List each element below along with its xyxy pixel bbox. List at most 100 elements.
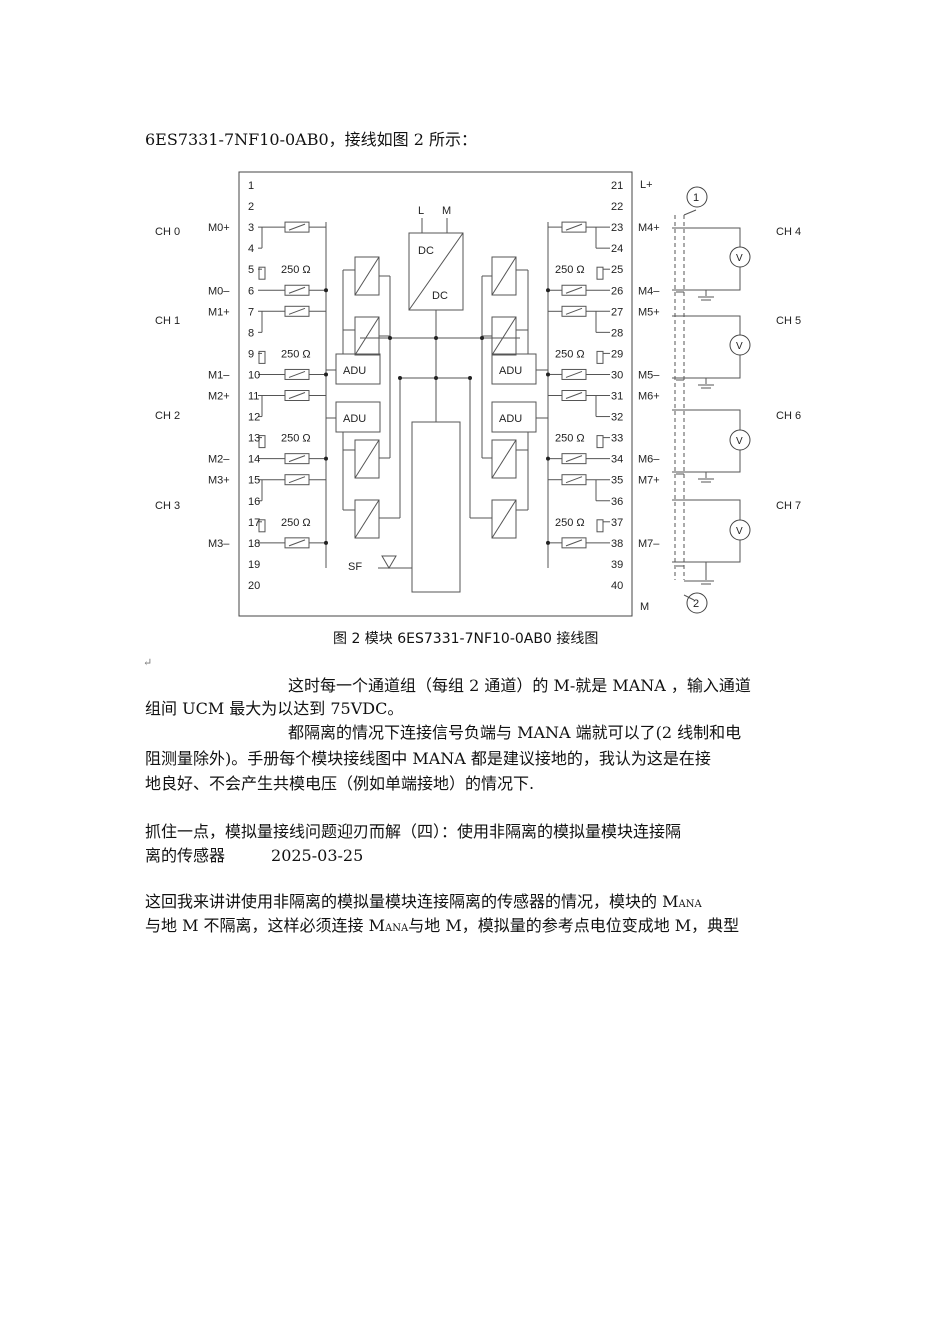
terminal-label: M0+ [208, 222, 230, 234]
terminal-label: M1– [208, 369, 230, 381]
pin-label: 22 [611, 201, 623, 213]
adu-label: ADU [499, 413, 522, 425]
title2-line1: 抓住一点，模拟量接线问题迎刃而解（四）：使用非隔离的模拟量模块连接隔 [145, 822, 682, 841]
resistor [258, 266, 266, 280]
resistor [596, 266, 604, 280]
resistor [596, 519, 604, 533]
svg-text:V: V [736, 436, 743, 447]
resistor-label: 250 Ω [281, 264, 311, 276]
resistor-label: 250 Ω [281, 348, 311, 360]
switch-contact [565, 455, 583, 463]
junction-dot [324, 540, 328, 545]
terminal-label: M1+ [208, 306, 230, 318]
switch-contact [288, 307, 306, 315]
channel-label: CH 0 [155, 226, 180, 238]
resistor [596, 435, 604, 449]
resistor-label: 250 Ω [281, 517, 311, 529]
adu-label: ADU [499, 365, 522, 377]
title2-date: 2025-03-25 [271, 846, 364, 865]
para3-line1: 这回我来讲讲使用非隔离的模拟量模块连接隔离的传感器的情况，模块的 MANA [145, 892, 702, 911]
mana-subscript: ANA [678, 899, 702, 910]
pin-label: 37 [611, 517, 623, 529]
terminal-label: M7– [638, 538, 660, 550]
junction-dot [398, 376, 402, 380]
pin-label: 29 [611, 348, 623, 360]
svg-text:1: 1 [693, 192, 699, 204]
figure-caption: 图 2 模块 6ES7331-7NF10-0AB0 接线图 [333, 631, 599, 647]
pin-label: 6 [248, 285, 254, 297]
pin-label: 19 [248, 559, 260, 571]
resistor-label: 250 Ω [555, 348, 585, 360]
pin-label: 26 [611, 285, 623, 297]
pin-label: 21 [611, 180, 623, 192]
pin-label: 38 [611, 538, 623, 550]
pin-label: 25 [611, 264, 623, 276]
terminal-label: M2– [208, 454, 230, 466]
switch-contact [565, 286, 583, 294]
svg-text:V: V [736, 253, 743, 264]
pin-label: 9 [248, 348, 254, 360]
pin-label: 7 [248, 306, 254, 318]
diagram-static [238, 171, 741, 617]
channel-label: CH 7 [776, 500, 801, 512]
svg-text:V: V [736, 526, 743, 537]
resistor-label: 250 Ω [555, 517, 585, 529]
switch-contact [288, 539, 306, 547]
junction-dot [546, 288, 550, 293]
pin-label: 39 [611, 559, 623, 571]
supply-m-label: M [442, 205, 451, 217]
channel-label: CH 4 [776, 226, 801, 238]
pin-label: 36 [611, 496, 623, 508]
pin-label: 32 [611, 412, 623, 424]
pin-label: 34 [611, 454, 623, 466]
pin-label: 20 [248, 580, 260, 592]
pin-label: 5 [248, 264, 254, 276]
pin-label: 40 [611, 580, 623, 592]
para2-line2: 阻测量除外)。手册每个模块接线图中 MANA 都是建议接地的，我认为这是在接 [145, 749, 711, 768]
pin-label: 28 [611, 327, 623, 339]
switch-contact [288, 476, 306, 484]
terminal-label: M0– [208, 285, 230, 297]
switch-contact [288, 392, 306, 399]
pin-label: 16 [248, 496, 260, 508]
resistor [258, 519, 266, 533]
pin-label: 10 [248, 369, 260, 381]
junction-dot [546, 540, 550, 545]
switch-contact [288, 286, 306, 294]
para1-line2: 组间 UCM 最大为以达到 75VDC。 [145, 699, 404, 718]
left-channel-switches: 250 Ω 250 Ω 250 Ω 250 Ω [258, 221, 326, 549]
adu-label: ADU [343, 413, 366, 425]
switch-contact [565, 370, 583, 378]
supply-l-label: L [418, 205, 424, 217]
pin-label: 2 [248, 201, 254, 213]
voltmeter: V [729, 246, 751, 268]
pin-label: 8 [248, 327, 254, 339]
junction-dot [434, 336, 438, 340]
adu-label: ADU [343, 365, 366, 377]
terminal-label: M5+ [638, 306, 660, 318]
pin-label: 23 [611, 222, 623, 234]
resistor-label: 250 Ω [555, 264, 585, 276]
pin-label: 14 [248, 454, 260, 466]
power-top-label: L+ [640, 179, 653, 191]
channel-labels: CH 0CH 1CH 2CH 3CH 4CH 5CH 6CH 7 [155, 226, 801, 512]
switch-contact [288, 223, 306, 231]
junction-dot [468, 376, 472, 380]
pin-label: 12 [248, 412, 260, 424]
pin-label: 35 [611, 475, 623, 487]
pin-label: 15 [248, 475, 260, 487]
resistor-label: 250 Ω [281, 433, 311, 445]
para2-line3: 地良好、不会产生共模电压（例如单端接地）的情况下. [145, 774, 535, 793]
heading-line: 6ES7331-7NF10-0AB0，接线如图 2 所示： [145, 130, 478, 149]
dc-bottom-label: DC [432, 290, 448, 302]
terminal-label: M3– [208, 538, 230, 550]
power-bottom-label: M [640, 601, 649, 613]
junction-dot [434, 376, 438, 380]
pin-label: 24 [611, 243, 623, 255]
junction-dot [324, 456, 328, 461]
title2-text: 离的传感器 [145, 846, 226, 865]
resistor [258, 435, 266, 449]
